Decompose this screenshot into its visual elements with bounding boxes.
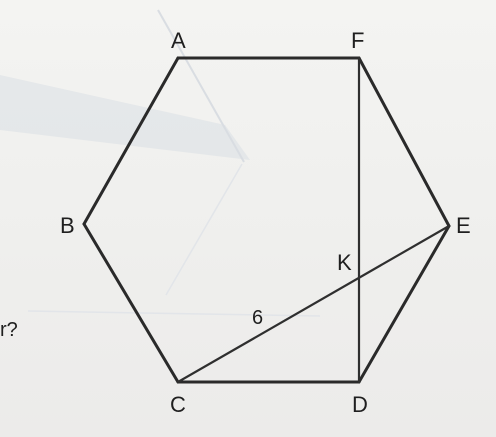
edge-ed bbox=[357, 224, 451, 384]
faint-background-line-3 bbox=[27, 310, 321, 317]
hexagon-edges bbox=[82, 56, 451, 384]
faint-background-line bbox=[157, 9, 245, 163]
diagonals bbox=[176, 56, 451, 384]
background-ghost-marks bbox=[0, 9, 321, 317]
faint-background-shape bbox=[0, 75, 250, 160]
cropped-edge-text: r? bbox=[0, 319, 18, 341]
faint-background-line-2 bbox=[165, 163, 243, 296]
vertex-label-f: F bbox=[351, 28, 364, 53]
vertex-label-a: A bbox=[171, 28, 186, 53]
vertex-label-d: D bbox=[352, 392, 368, 417]
edge-cb bbox=[82, 222, 180, 384]
vertex-label-c: C bbox=[170, 392, 186, 417]
segment-ce bbox=[176, 224, 451, 384]
measurement-labels: 6 r? bbox=[0, 307, 263, 341]
edge-ba bbox=[82, 56, 180, 226]
segment-ck-length-label: 6 bbox=[252, 307, 263, 329]
vertex-label-e: E bbox=[456, 213, 471, 238]
edge-fe bbox=[357, 56, 451, 228]
vertex-label-b: B bbox=[60, 213, 75, 238]
vertex-labels: A F B E C D K bbox=[60, 28, 471, 417]
intersection-label-k: K bbox=[337, 250, 352, 275]
